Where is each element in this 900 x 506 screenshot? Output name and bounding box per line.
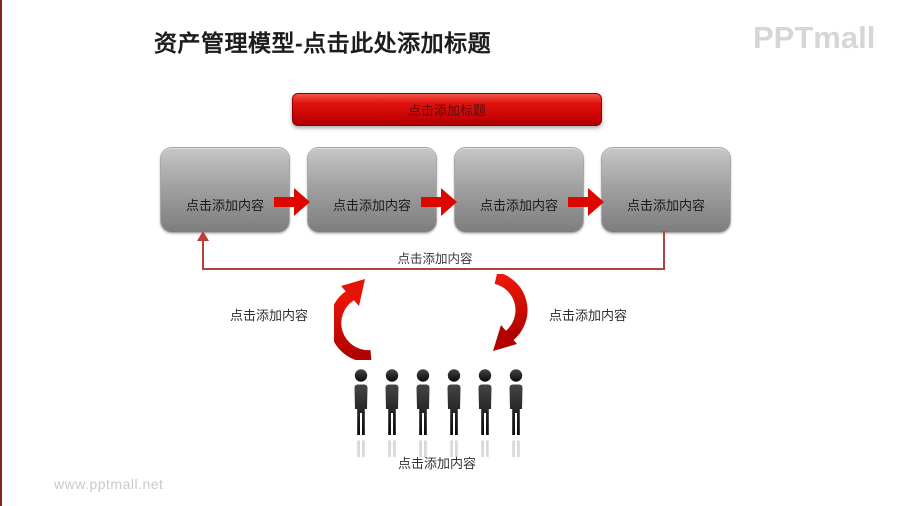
right-arrow-icon [421, 188, 457, 216]
person-icon [478, 369, 492, 457]
process-box-1[interactable]: 点击添加内容 [160, 147, 290, 233]
pptmall-logo: PPTmall [753, 20, 876, 55]
feedback-up-arrowhead-icon [197, 231, 209, 241]
cycle-arrow-down-icon [493, 274, 528, 351]
cycle-right-label[interactable]: 点击添加内容 [548, 308, 627, 323]
left-edge-accent-line [0, 0, 2, 506]
right-arrow-icon [568, 188, 604, 216]
page-title: 资产管理模型-点击此处添加标题 [154, 30, 492, 56]
person-icon [416, 369, 430, 457]
person-icon [447, 369, 461, 457]
process-box-2-label: 点击添加内容 [332, 198, 411, 213]
process-box-3-label: 点击添加内容 [479, 198, 558, 213]
audience-people-group [349, 369, 528, 457]
feedback-label[interactable]: 点击添加内容 [397, 252, 473, 266]
process-box-1-label: 点击添加内容 [185, 198, 264, 213]
process-box-3[interactable]: 点击添加内容 [454, 147, 584, 233]
feedback-line-horizontal [202, 268, 665, 270]
title-banner-label: 点击添加标题 [407, 103, 486, 118]
feedback-line-vertical-left [202, 240, 204, 269]
cycle-left-label[interactable]: 点击添加内容 [229, 308, 308, 323]
right-arrow-icon [274, 188, 310, 216]
person-icon [385, 369, 399, 457]
cycle-arrow-up-icon [334, 279, 372, 360]
process-box-4[interactable]: 点击添加内容 [601, 147, 731, 233]
audience-label[interactable]: 点击添加内容 [397, 456, 476, 471]
feedback-line-vertical-right [663, 231, 665, 269]
process-box-4-label: 点击添加内容 [626, 198, 705, 213]
process-box-2[interactable]: 点击添加内容 [307, 147, 437, 233]
title-banner[interactable]: 点击添加标题 [292, 93, 602, 126]
person-icon [509, 369, 523, 457]
watermark-url: www.pptmall.net [54, 476, 164, 492]
person-icon [354, 369, 368, 457]
